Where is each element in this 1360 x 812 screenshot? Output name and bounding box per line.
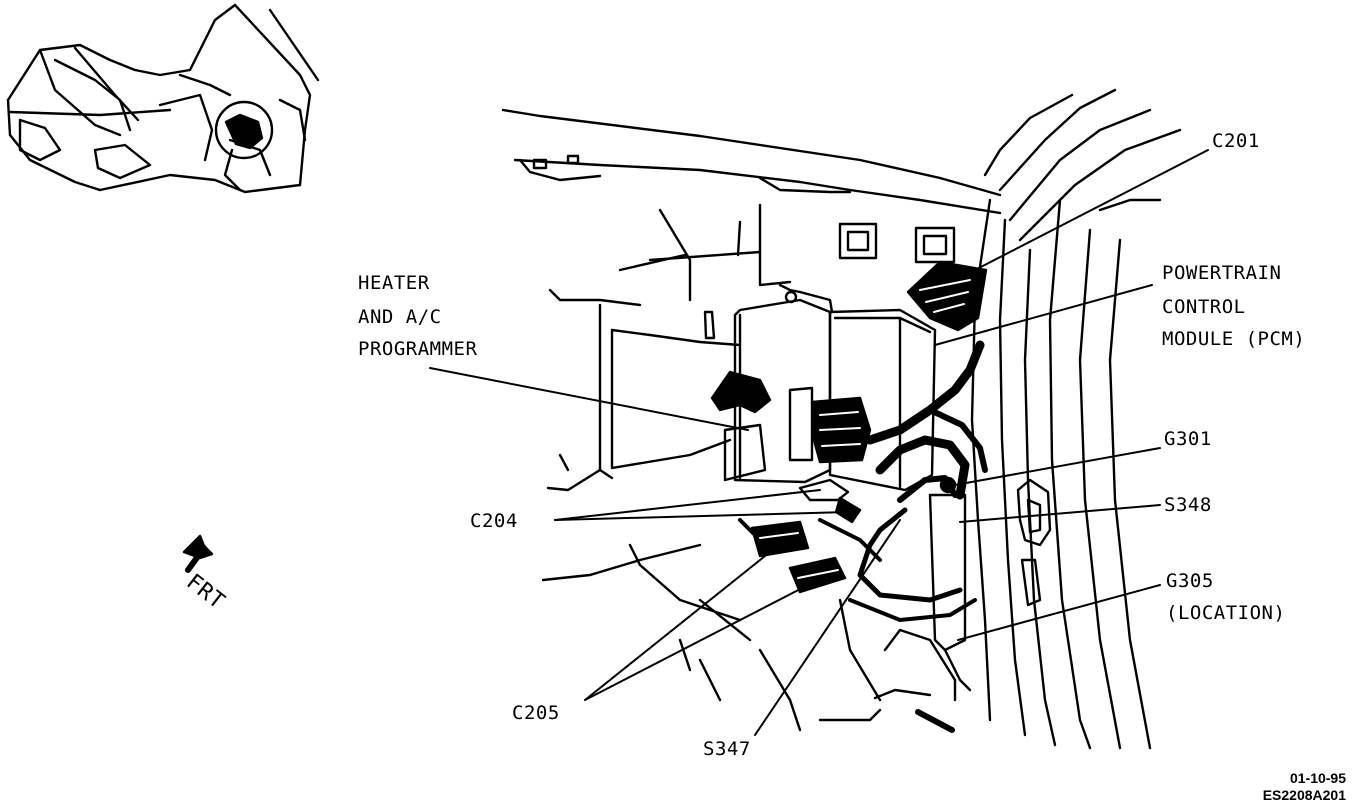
- leader-s347: [754, 519, 901, 736]
- leader-g301: [954, 447, 1161, 486]
- leader-c205-b: [584, 584, 809, 701]
- front-direction-arrow: [182, 534, 214, 573]
- leader-heater: [429, 367, 749, 431]
- label-c201: C201: [1212, 130, 1260, 152]
- label-heater-line2: AND A/C: [358, 306, 442, 328]
- leader-c205-a: [584, 547, 776, 701]
- label-g305-line2: (LOCATION): [1166, 602, 1286, 624]
- figure-code: ES2208A201: [1262, 787, 1346, 803]
- label-s348: S348: [1164, 494, 1212, 516]
- label-g301: G301: [1164, 428, 1212, 450]
- label-s347: S347: [703, 738, 751, 760]
- label-pcm-line2: CONTROL: [1162, 296, 1246, 318]
- figure-date: 01-10-95: [1289, 770, 1346, 786]
- label-heater-line3: PROGRAMMER: [358, 338, 478, 360]
- vehicle-locator-inset: [6, 3, 320, 194]
- leader-s348: [959, 504, 1161, 523]
- callout-leaders: [429, 149, 1209, 736]
- label-pcm-line1: POWERTRAIN: [1162, 262, 1282, 284]
- leader-c201: [974, 149, 1209, 271]
- label-g305-line1: G305: [1166, 570, 1214, 592]
- dash-panel-drawing: [501, 88, 1182, 750]
- label-c205: C205: [512, 702, 560, 724]
- leader-c204-b: [554, 511, 849, 521]
- leader-c204-a: [554, 489, 821, 521]
- label-pcm-line3: MODULE (PCM): [1162, 328, 1306, 350]
- label-heater-line1: HEATER: [358, 272, 430, 294]
- leader-pcm: [934, 284, 1153, 346]
- label-c204: C204: [470, 510, 518, 532]
- leader-g305: [957, 584, 1161, 641]
